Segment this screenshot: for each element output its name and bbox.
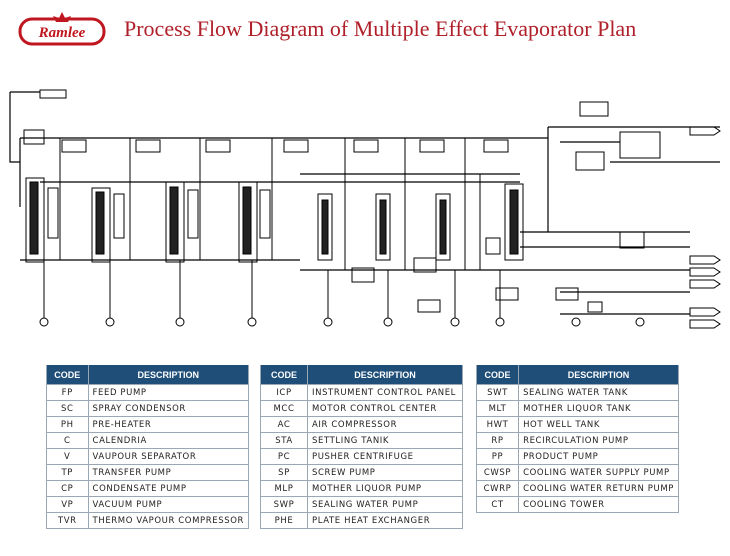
code-header: CODE: [260, 365, 308, 385]
code-cell: CT: [475, 496, 520, 513]
description-cell: VACUUM PUMP: [87, 496, 250, 513]
description-cell: MOTHER LIQUOR TANK: [518, 400, 679, 417]
code-cell: MLT: [475, 400, 520, 417]
code-header: CODE: [46, 365, 89, 385]
description-header: DESCRIPTION: [518, 365, 679, 385]
description-cell: VAUPOUR SEPARATOR: [87, 448, 250, 465]
description-cell: PRODUCT PUMP: [518, 448, 679, 465]
description-cell: HOT WELL TANK: [518, 416, 679, 433]
description-cell: PUSHER CENTRIFUGE: [307, 448, 463, 465]
code-cell: STA: [260, 432, 308, 449]
code-cell: TVR: [46, 512, 89, 529]
description-cell: MOTHER LIQUOR PUMP: [307, 480, 463, 497]
code-cell: RP: [475, 432, 520, 449]
code-cell: AC: [260, 416, 308, 433]
code-cell: SC: [46, 400, 89, 417]
description-cell: SETTLING TANIK: [307, 432, 463, 449]
code-cell: SWP: [260, 496, 308, 513]
code-cell: SWT: [475, 384, 520, 401]
code-cell: V: [46, 448, 89, 465]
code-cell: SP: [260, 464, 308, 481]
code-cell: CWRP: [475, 480, 520, 497]
description-cell: COOLING TOWER: [518, 496, 679, 513]
description-header: DESCRIPTION: [87, 365, 250, 385]
description-cell: RECIRCULATION PUMP: [518, 432, 679, 449]
code-cell: PC: [260, 448, 308, 465]
description-cell: AIR COMPRESSOR: [307, 416, 463, 433]
description-cell: TRANSFER PUMP: [87, 464, 250, 481]
code-cell: HWT: [475, 416, 520, 433]
code-cell: PHE: [260, 512, 308, 529]
description-cell: PLATE HEAT EXCHANGER: [307, 512, 463, 529]
code-cell: PP: [475, 448, 520, 465]
description-cell: SEALING WATER TANK: [518, 384, 679, 401]
description-cell: INSTRUMENT CONTROL PANEL: [307, 384, 463, 401]
code-cell: CP: [46, 480, 89, 497]
code-cell: TP: [46, 464, 89, 481]
description-cell: COOLING WATER SUPPLY PUMP: [518, 464, 679, 481]
page-title: Process Flow Diagram of Multiple Effect …: [124, 16, 637, 41]
description-cell: COOLING WATER RETURN PUMP: [518, 480, 679, 497]
logo-text: Ramlee: [38, 25, 86, 41]
ramlee-logo: Ramlee: [18, 12, 106, 46]
code-cell: MLP: [260, 480, 308, 497]
process-flow-diagram: [9, 89, 721, 329]
description-cell: FEED PUMP: [87, 384, 250, 401]
code-header: CODE: [475, 365, 520, 385]
code-cell: CWSP: [475, 464, 520, 481]
code-cell: ICP: [260, 384, 308, 401]
description-cell: MOTOR CONTROL CENTER: [307, 400, 463, 417]
code-cell: PH: [46, 416, 89, 433]
code-cell: C: [46, 432, 89, 449]
description-cell: SCREW PUMP: [307, 464, 463, 481]
description-cell: THERMO VAPOUR COMPRESSOR: [87, 512, 250, 529]
description-cell: CALENDRIA: [87, 432, 250, 449]
description-cell: SPRAY CONDENSOR: [87, 400, 250, 417]
code-cell: MCC: [260, 400, 308, 417]
description-cell: CONDENSATE PUMP: [87, 480, 250, 497]
description-cell: PRE-HEATER: [87, 416, 250, 433]
description-cell: SEALING WATER PUMP: [307, 496, 463, 513]
code-cell: FP: [46, 384, 89, 401]
code-cell: VP: [46, 496, 89, 513]
description-header: DESCRIPTION: [307, 365, 463, 385]
